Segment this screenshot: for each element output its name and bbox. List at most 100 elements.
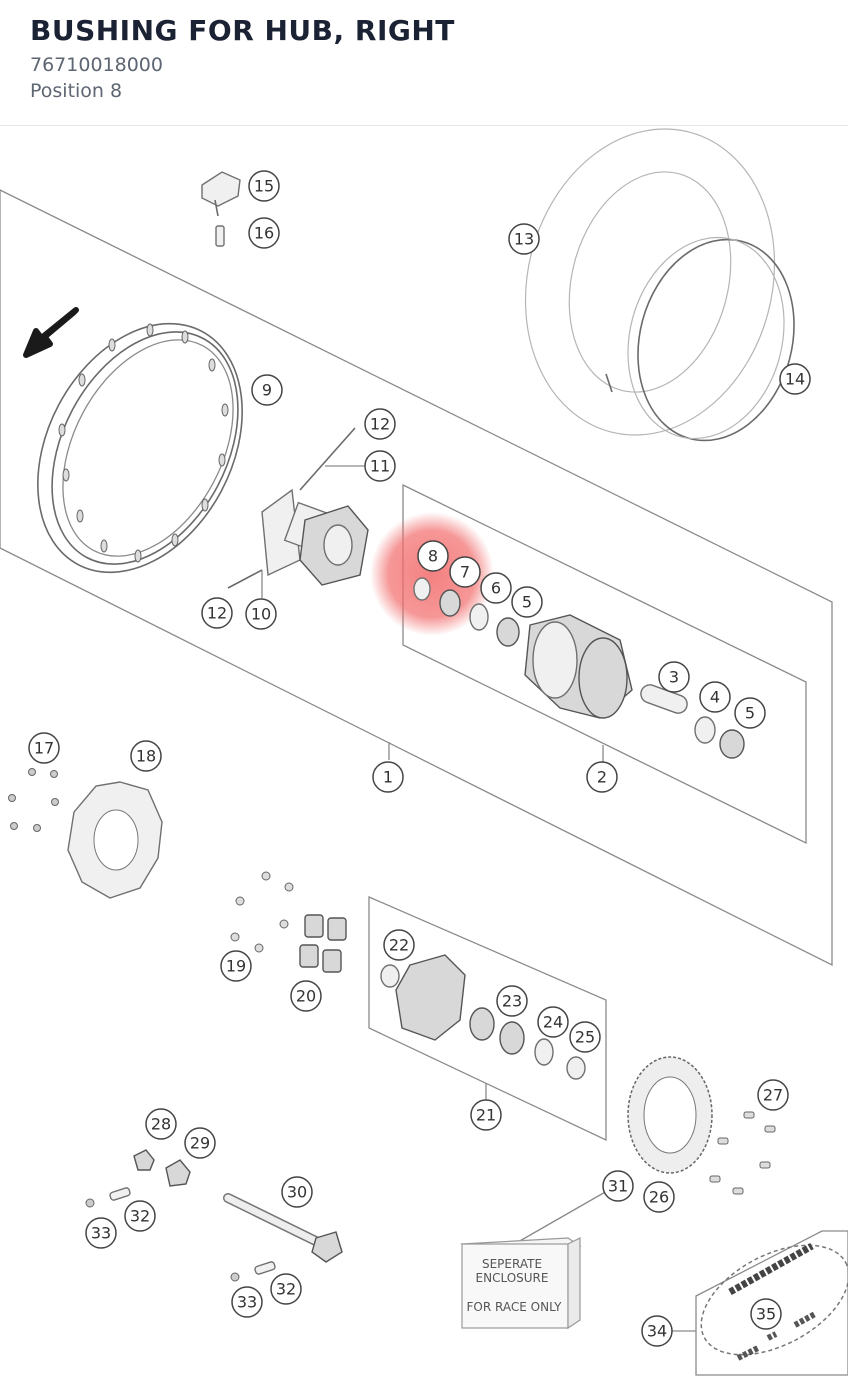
part-title: BUSHING FOR HUB, RIGHT bbox=[30, 14, 455, 47]
svg-text:35: 35 bbox=[756, 1305, 776, 1324]
separate-enclosure-box: SEPERATE ENCLOSURE FOR RACE ONLY bbox=[460, 1237, 582, 1330]
callout-23[interactable]: 23 bbox=[496, 985, 528, 1017]
svg-text:5: 5 bbox=[522, 593, 532, 612]
svg-text:16: 16 bbox=[254, 224, 274, 243]
callout-32-left[interactable]: 32 bbox=[124, 1200, 156, 1232]
callout-6[interactable]: 6 bbox=[480, 572, 512, 604]
callout-12-bottom[interactable]: 12 bbox=[201, 597, 233, 629]
callout-18[interactable]: 18 bbox=[130, 740, 162, 772]
callout-5-bearing-left[interactable]: 5 bbox=[511, 586, 543, 618]
svg-text:21: 21 bbox=[476, 1106, 496, 1125]
brake-disc-part bbox=[67, 781, 163, 899]
bearing-23a-part bbox=[469, 1007, 495, 1041]
svg-text:12: 12 bbox=[207, 604, 227, 623]
callout-17[interactable]: 17 bbox=[28, 732, 60, 764]
callout-33-left[interactable]: 33 bbox=[85, 1217, 117, 1249]
callout-29[interactable]: 29 bbox=[184, 1127, 216, 1159]
callout-30[interactable]: 30 bbox=[281, 1176, 313, 1208]
svg-text:33: 33 bbox=[91, 1224, 111, 1243]
svg-text:1: 1 bbox=[383, 768, 393, 787]
callout-31[interactable]: 31 bbox=[602, 1170, 634, 1202]
callout-9[interactable]: 9 bbox=[251, 374, 283, 406]
enclosure-line-2: ENCLOSURE bbox=[476, 1271, 549, 1285]
callout-22[interactable]: 22 bbox=[383, 929, 415, 961]
nut-33b-part bbox=[230, 1272, 240, 1282]
callout-25[interactable]: 25 bbox=[569, 1021, 601, 1053]
svg-text:5: 5 bbox=[745, 704, 755, 723]
tyre-part bbox=[524, 128, 776, 436]
wheel-assembly-frame bbox=[0, 189, 833, 967]
callout-20[interactable]: 20 bbox=[290, 980, 322, 1012]
callout-10[interactable]: 10 bbox=[245, 598, 277, 630]
pin-32b-part bbox=[254, 1261, 276, 1275]
svg-text:19: 19 bbox=[226, 957, 246, 976]
svg-text:34: 34 bbox=[647, 1322, 667, 1341]
callout-24[interactable]: 24 bbox=[537, 1006, 569, 1038]
nut-28-part bbox=[133, 1149, 155, 1171]
callout-15[interactable]: 15 bbox=[248, 170, 280, 202]
disc-screws-part bbox=[8, 768, 59, 832]
callout-5-bearing-right[interactable]: 5 bbox=[734, 697, 766, 729]
svg-text:24: 24 bbox=[543, 1013, 563, 1032]
chain-frame bbox=[695, 1230, 848, 1376]
svg-text:6: 6 bbox=[491, 579, 501, 598]
rear-sprocket-part bbox=[627, 1056, 713, 1174]
callout-28[interactable]: 28 bbox=[145, 1108, 177, 1140]
spoke-part bbox=[299, 427, 356, 491]
valve-cap-part bbox=[201, 171, 241, 207]
svg-text:32: 32 bbox=[276, 1280, 296, 1299]
pin-32a-part bbox=[109, 1187, 131, 1201]
callout-14[interactable]: 14 bbox=[779, 363, 811, 395]
svg-text:9: 9 bbox=[262, 381, 272, 400]
callout-11[interactable]: 11 bbox=[364, 450, 396, 482]
part-number: 76710018000 bbox=[30, 54, 163, 76]
svg-text:27: 27 bbox=[763, 1086, 783, 1105]
hub-part bbox=[261, 488, 369, 586]
callout-33-right[interactable]: 33 bbox=[231, 1286, 263, 1318]
svg-text:22: 22 bbox=[389, 936, 409, 955]
bearing-5a-part bbox=[496, 617, 520, 647]
bushing-22-part bbox=[380, 964, 400, 988]
part-position: Position 8 bbox=[30, 80, 123, 102]
callout-12-top[interactable]: 12 bbox=[364, 408, 396, 440]
callout-35[interactable]: 35 bbox=[750, 1298, 782, 1330]
svg-text:29: 29 bbox=[190, 1134, 210, 1153]
svg-text:28: 28 bbox=[151, 1115, 171, 1134]
svg-text:7: 7 bbox=[460, 563, 470, 582]
svg-text:11: 11 bbox=[370, 457, 390, 476]
callout-26[interactable]: 26 bbox=[643, 1181, 675, 1213]
sprocket-carrier-frame bbox=[368, 896, 607, 1142]
callout-21[interactable]: 21 bbox=[470, 1099, 502, 1131]
callout-7[interactable]: 7 bbox=[449, 556, 481, 588]
bearing-5b-part bbox=[719, 729, 745, 759]
sprocket-carrier-part bbox=[395, 954, 466, 1041]
callout-13[interactable]: 13 bbox=[508, 223, 540, 255]
svg-text:12: 12 bbox=[370, 415, 390, 434]
svg-text:31: 31 bbox=[608, 1177, 628, 1196]
callout-3[interactable]: 3 bbox=[658, 661, 690, 693]
svg-text:18: 18 bbox=[136, 747, 156, 766]
svg-text:3: 3 bbox=[669, 668, 679, 687]
callout-27[interactable]: 27 bbox=[757, 1079, 789, 1111]
bushing-25-part bbox=[566, 1056, 586, 1080]
callout-1[interactable]: 1 bbox=[372, 761, 404, 793]
hub-detail-part bbox=[524, 614, 633, 719]
dampers-part bbox=[299, 914, 347, 973]
chain-links-part bbox=[736, 1311, 817, 1361]
svg-text:15: 15 bbox=[254, 177, 274, 196]
callout-2[interactable]: 2 bbox=[586, 761, 618, 793]
highlight-position-8 bbox=[370, 512, 494, 636]
callout-34[interactable]: 34 bbox=[641, 1315, 673, 1347]
callout-32-right[interactable]: 32 bbox=[270, 1273, 302, 1305]
svg-text:20: 20 bbox=[296, 987, 316, 1006]
chain-part bbox=[700, 1244, 848, 1356]
callout-16[interactable]: 16 bbox=[248, 217, 280, 249]
ring-6-part bbox=[469, 603, 489, 631]
ring-24-part bbox=[534, 1038, 554, 1066]
callout-4[interactable]: 4 bbox=[699, 681, 731, 713]
callout-8[interactable]: 8 bbox=[417, 540, 449, 572]
callout-19[interactable]: 19 bbox=[220, 950, 252, 982]
chain-adjuster-29-part bbox=[165, 1159, 191, 1187]
svg-text:2: 2 bbox=[597, 768, 607, 787]
